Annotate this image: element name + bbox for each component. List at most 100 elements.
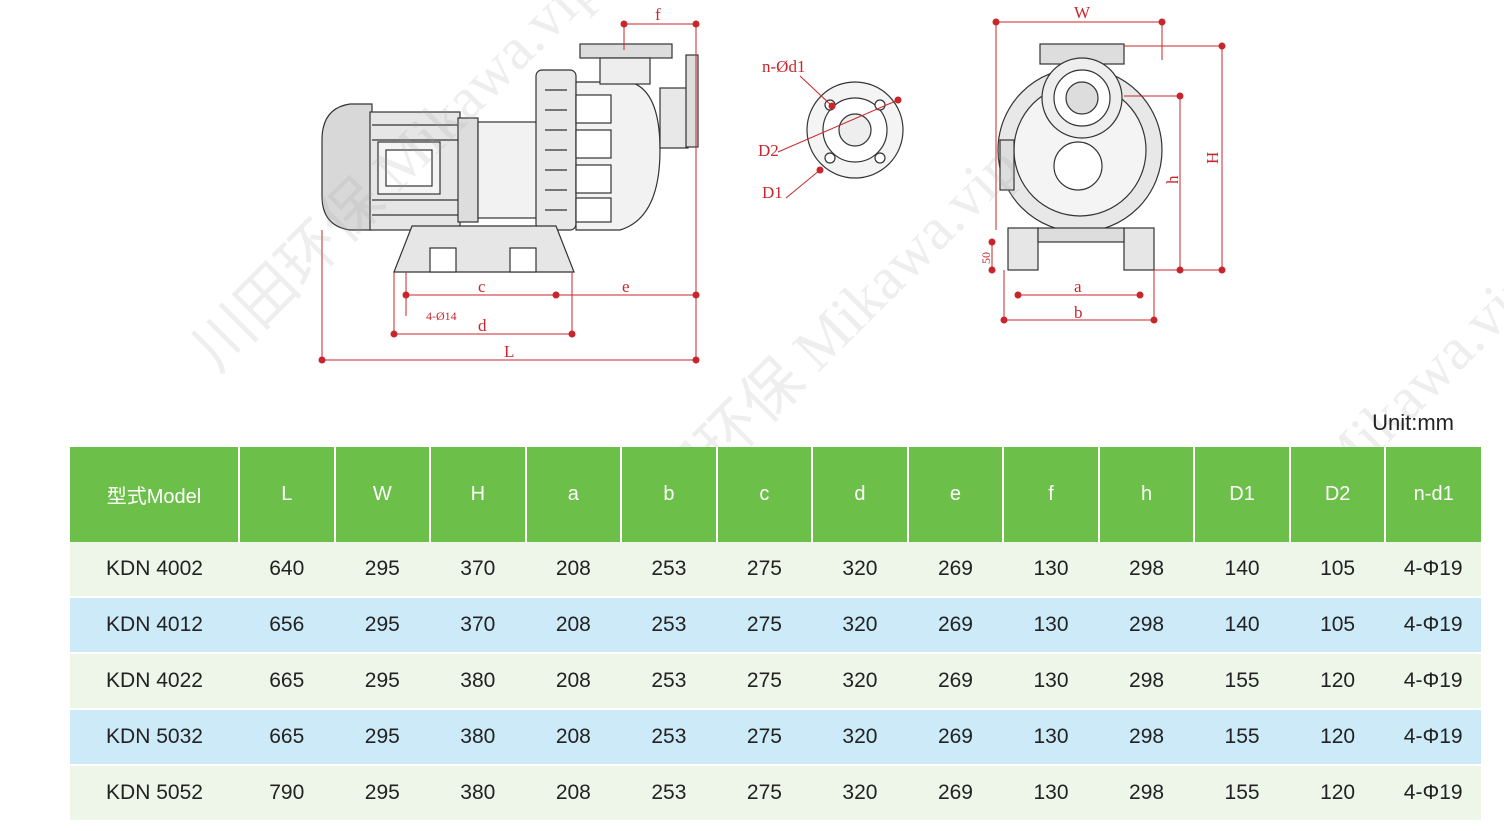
pump-front-view: [997, 43, 1163, 271]
unit-label: Unit:mm: [1372, 410, 1454, 435]
cell: 130: [1003, 765, 1099, 822]
cell: 269: [907, 597, 1004, 654]
cell: 275: [716, 653, 813, 710]
header-W: W: [334, 447, 432, 542]
cell: 370: [430, 542, 526, 598]
table-row: KDN 4012 656 295 370 208 253 275 320 269…: [70, 597, 1481, 654]
cell: 140: [1194, 597, 1290, 654]
cell: 370: [430, 597, 526, 654]
cell: 295: [334, 765, 431, 822]
header-L: L: [239, 447, 336, 542]
cell: 298: [1098, 709, 1195, 766]
dim-label-f: f: [655, 5, 661, 24]
header-c: c: [716, 447, 814, 542]
cell: 4-Φ19: [1385, 597, 1481, 654]
cell: 130: [1003, 542, 1099, 598]
header-D2: D2: [1289, 447, 1387, 542]
cell: 640: [239, 542, 335, 598]
cell: 298: [1098, 597, 1195, 654]
cell: 380: [430, 653, 526, 710]
cell: 120: [1289, 765, 1386, 822]
cell: 295: [334, 653, 431, 710]
table-row: KDN 4022 665 295 380 208 253 275 320 269…: [70, 653, 1481, 710]
cell: 130: [1003, 653, 1099, 710]
header-D1: D1: [1194, 447, 1291, 542]
cell-model: KDN 4012: [70, 597, 239, 654]
front-label-H: H: [1203, 152, 1222, 164]
header-b: b: [621, 447, 718, 542]
cell: 298: [1098, 542, 1195, 598]
cell-model: KDN 4022: [70, 653, 239, 710]
table-row: KDN 5032 665 295 380 208 253 275 320 269…: [70, 709, 1481, 766]
front-label-W: W: [1074, 3, 1091, 22]
cell: 269: [907, 765, 1004, 822]
cell: 295: [334, 542, 431, 598]
cell: 208: [525, 597, 622, 654]
flange-label-D1: D1: [762, 183, 783, 202]
cell: 269: [907, 709, 1004, 766]
dim-label-c: c: [478, 277, 486, 296]
front-label-b: b: [1074, 303, 1083, 322]
cell: 320: [812, 709, 908, 766]
cell: 155: [1194, 709, 1290, 766]
cell: 120: [1289, 653, 1386, 710]
flange-label-D2: D2: [758, 141, 779, 160]
cell: 4-Φ19: [1385, 765, 1481, 822]
cell: 155: [1194, 765, 1290, 822]
cell: 4-Φ19: [1385, 709, 1481, 766]
header-e: e: [907, 447, 1005, 542]
table-row: KDN 4002 640 295 370 208 253 275 320 269…: [70, 542, 1481, 598]
cell: 105: [1289, 542, 1386, 598]
cell: 665: [239, 709, 335, 766]
cell: 208: [525, 765, 622, 822]
cell: 120: [1289, 709, 1386, 766]
side-dimension-lines: [318, 20, 700, 364]
cell: 320: [812, 653, 908, 710]
cell: 275: [716, 709, 813, 766]
dim-label-d: d: [478, 316, 487, 335]
cell: 208: [525, 653, 622, 710]
cell: 105: [1289, 597, 1386, 654]
cell: 208: [525, 542, 622, 598]
header-d: d: [812, 447, 909, 542]
cell-model: KDN 5052: [70, 765, 239, 822]
cell: 269: [907, 542, 1004, 598]
cell-model: KDN 5032: [70, 709, 239, 766]
cell: 4-Φ19: [1385, 653, 1481, 710]
dim-label-e: e: [622, 277, 630, 296]
cell: 253: [621, 653, 717, 710]
header-H: H: [430, 447, 527, 542]
cell: 4-Φ19: [1385, 542, 1481, 598]
header-nd1: n-d1: [1385, 447, 1481, 542]
cell: 380: [430, 709, 526, 766]
header-a: a: [525, 447, 623, 542]
cell-model: KDN 4002: [70, 542, 239, 598]
cell: 275: [716, 765, 813, 822]
cell: 269: [907, 653, 1004, 710]
cell: 665: [239, 653, 335, 710]
dim-label-holes: 4-Ø14: [426, 309, 457, 323]
cell: 253: [621, 597, 717, 654]
cell: 253: [621, 542, 717, 598]
cell: 140: [1194, 542, 1290, 598]
cell: 130: [1003, 709, 1099, 766]
dim-label-L: L: [504, 342, 514, 361]
front-dimension-lines: [988, 18, 1226, 324]
cell: 275: [716, 542, 813, 598]
spec-table: 型式Model L W H a b c d e f h D1 D2 n-d1 K…: [70, 447, 1481, 822]
cell: 656: [239, 597, 335, 654]
cell: 275: [716, 597, 813, 654]
cell: 298: [1098, 653, 1195, 710]
cell: 295: [334, 597, 431, 654]
cell: 253: [621, 709, 717, 766]
header-f: f: [1003, 447, 1100, 542]
cell: 253: [621, 765, 717, 822]
cell: 320: [812, 597, 908, 654]
flange-label-nd1: n-Ød1: [762, 57, 805, 76]
header-h: h: [1098, 447, 1196, 542]
cell: 130: [1003, 597, 1099, 654]
flange-dimension-lines: [777, 75, 902, 199]
cell: 295: [334, 709, 431, 766]
table-row: KDN 5052 790 295 380 208 253 275 320 269…: [70, 765, 1481, 822]
cell: 298: [1098, 765, 1195, 822]
